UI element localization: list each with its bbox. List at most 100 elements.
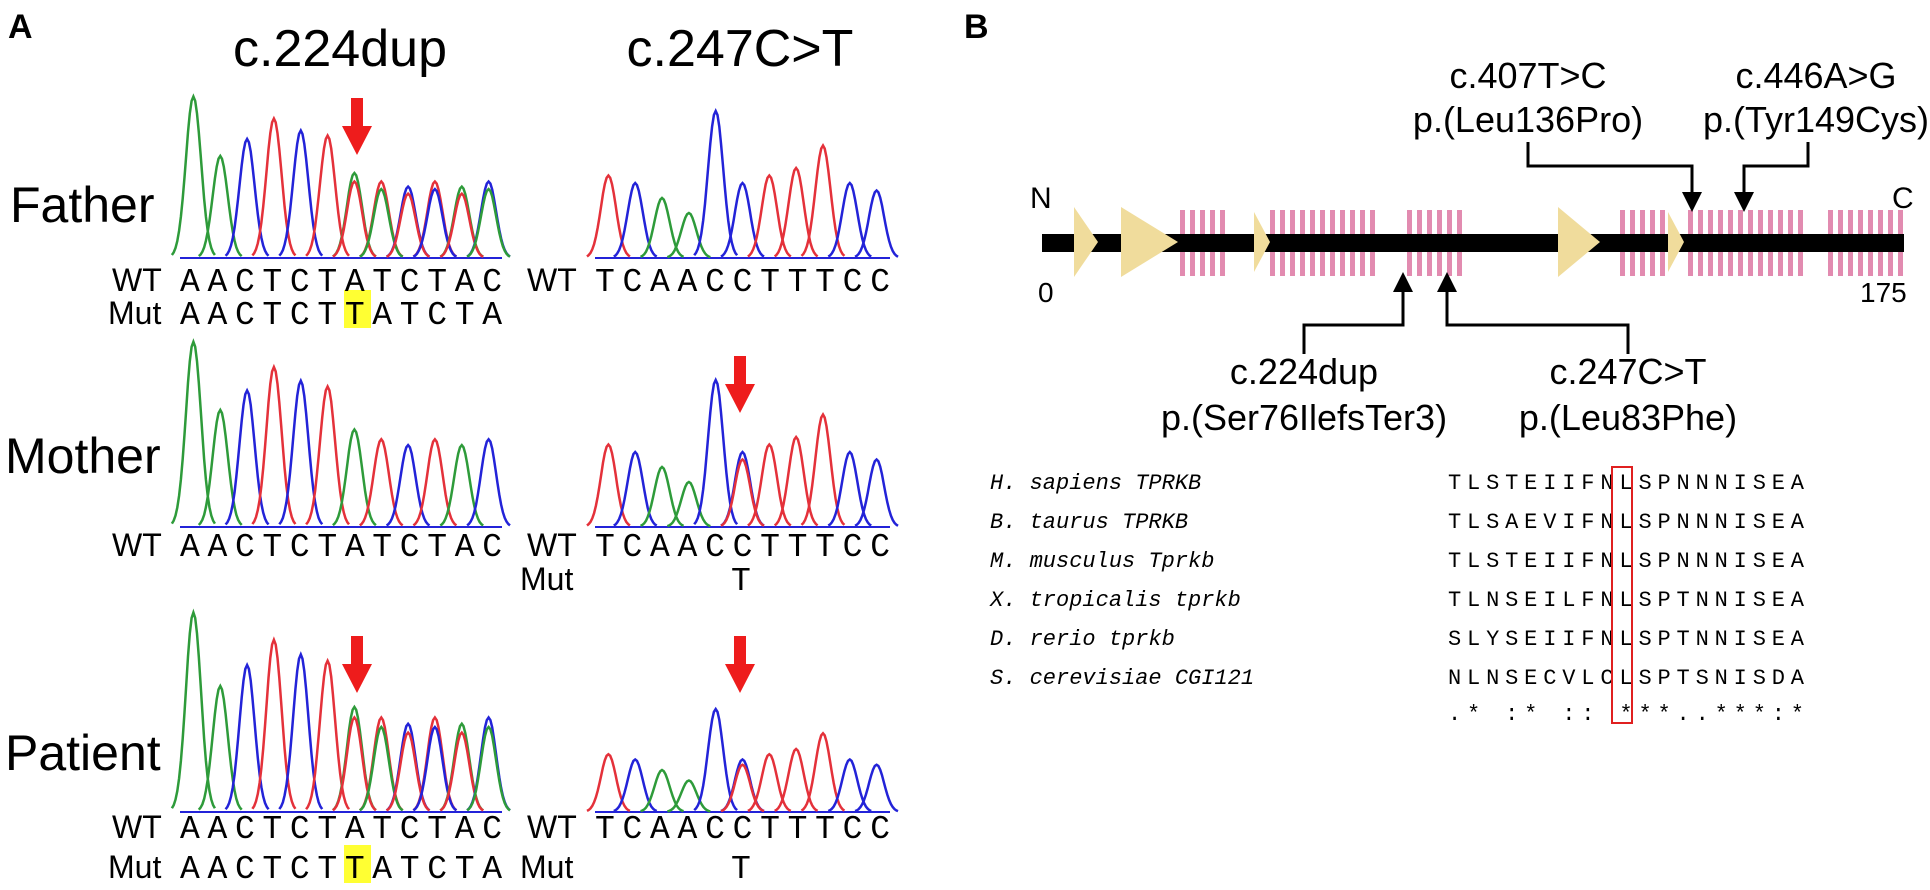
wt-sequence: TCAACCTTTCC (595, 811, 890, 848)
wt-sequence: AACTCTATCTAC (180, 264, 502, 301)
trace-peak-A (197, 683, 243, 811)
aligned-sequence: TLSTEIIFNLSPNNNISEA (1448, 471, 1805, 496)
species-name: H. sapiens TPRKB (990, 471, 1201, 496)
sequence-alignment: H. sapiens TPRKB TLSTEIIFNLSPNNNISEA B. … (989, 471, 1805, 727)
callout-arrowhead (1393, 272, 1413, 292)
callout-arrowhead (1437, 272, 1457, 292)
row-label-patient: Patient (5, 725, 161, 781)
aligned-sequence: TLSAEVIFNLSPNNNISEA (1448, 510, 1805, 535)
mut-label: Mut (520, 849, 573, 885)
mut-sequence: T (731, 851, 751, 888)
trace-peak-A (666, 480, 711, 528)
start-position-label: 0 (1038, 277, 1054, 308)
trace-peak-C (412, 187, 458, 258)
wt-label: WT (527, 262, 577, 298)
species-name: X. tropicalis tprkb (989, 588, 1241, 613)
trace-peak-C (385, 443, 431, 527)
trace-peak-T (720, 457, 765, 527)
trace-peak-C (854, 457, 899, 527)
trace-peak-T (774, 747, 819, 812)
variant-protein-label: p.(Leu83Phe) (1519, 397, 1737, 438)
trace-peak-A (197, 407, 243, 526)
n-terminus-label: N (1030, 182, 1052, 215)
species-name: S. cerevisiae CGI121 (990, 666, 1254, 691)
beta-strand (1558, 207, 1600, 277)
beta-strand (1668, 212, 1684, 272)
trace-peak-A (667, 779, 711, 813)
wt-label: WT (527, 527, 577, 563)
mut-label: Mut (520, 561, 573, 597)
beta-strand (1074, 207, 1098, 277)
trace-peak-T (747, 752, 792, 813)
trace-peak-A (639, 196, 685, 258)
chromatogram-patient-c224dup (170, 608, 511, 813)
panel-b-label: B (964, 8, 989, 46)
aligned-sequence: SLYSEIIFNLSPTNNISEA (1448, 627, 1805, 652)
mut-sequence: AACTCTTATCTA (180, 297, 502, 334)
variant-cdna-label: c.247C>T (1549, 351, 1706, 392)
trace-peak-A (359, 187, 404, 258)
wt-sequence: AACTCTATCTAC (180, 529, 502, 566)
trace-peak-C (466, 437, 511, 527)
trace-peak-C (224, 387, 270, 526)
wt-label: WT (112, 527, 162, 563)
mutation-arrow-patient-c247ct (725, 636, 755, 693)
conserved-residue-box (1611, 466, 1633, 724)
chromatogram-father-c247ct (586, 107, 899, 259)
trace-peak-A (332, 427, 377, 527)
row-label-father: Father (10, 177, 155, 233)
column-title-c247ct: c.247C>T (627, 20, 854, 78)
trace-peak-C (827, 181, 872, 258)
mutation-arrow-father-c224dup (342, 98, 372, 155)
trace-peak-T (586, 752, 631, 813)
wt-label: WT (112, 809, 162, 845)
wt-sequence: AACTCTATCTAC (180, 811, 502, 848)
mut-sequence: AACTCTTATCTA (180, 851, 502, 888)
trace-peak-T (359, 437, 404, 527)
trace-peak-C (827, 450, 872, 527)
trace-peak-A (466, 187, 511, 258)
callout-c224dup (1302, 290, 1405, 354)
callout-c247ct (1445, 290, 1630, 354)
trace-peak-C (412, 724, 458, 812)
trace-peak-T (773, 165, 819, 258)
species-name: D. rerio tprkb (990, 627, 1175, 652)
callout-arrowhead (1734, 192, 1754, 212)
inserted-base-highlight-father (344, 290, 371, 328)
beta-strand (1254, 212, 1270, 272)
row-label-mother: Mother (5, 428, 161, 484)
trace-peak-A (439, 443, 484, 527)
trace-peak-T (586, 173, 631, 258)
trace-peak-C (613, 181, 658, 258)
callout-c446 (1742, 142, 1810, 195)
trace-peak-A (197, 153, 243, 258)
trace-peak-T (332, 179, 377, 258)
aligned-sequence: TLSTEIIFNLSPNNNISEA (1448, 549, 1805, 574)
trace-peak-C (720, 181, 765, 258)
trace-peak-A (639, 465, 685, 527)
variant-cdna-label: c.224dup (1230, 351, 1378, 392)
trace-peak-C (854, 763, 899, 813)
trace-peak-T (773, 434, 819, 527)
trace-peak-C (613, 757, 658, 813)
panel-a-label: A (8, 8, 33, 46)
trace-peak-A (666, 211, 711, 259)
chromatogram-patient-c247ct (586, 706, 899, 813)
end-position-label: 175 (1860, 277, 1907, 308)
trace-peak-T (747, 173, 792, 258)
mut-sequence: T (731, 563, 751, 600)
aligned-sequence: NLNSECVLCLSPTSNISDA (1448, 666, 1805, 691)
trace-peak-T (251, 115, 297, 257)
variant-protein-label: p.(Tyr149Cys) (1703, 99, 1929, 140)
trace-peak-C (827, 757, 872, 813)
aligned-sequence: TLNSEILFNLSPTNNISEA (1448, 588, 1805, 613)
variant-protein-label: p.(Ser76IlefsTer3) (1161, 397, 1447, 438)
trace-peak-C (613, 450, 658, 527)
species-name: M. musculus Tprkb (990, 549, 1214, 574)
trace-peak-T (439, 730, 484, 812)
trace-peak-A (466, 724, 511, 812)
inserted-base-highlight-patient (344, 845, 371, 883)
c-terminus-label: C (1892, 182, 1914, 215)
trace-peak-T (586, 442, 631, 527)
